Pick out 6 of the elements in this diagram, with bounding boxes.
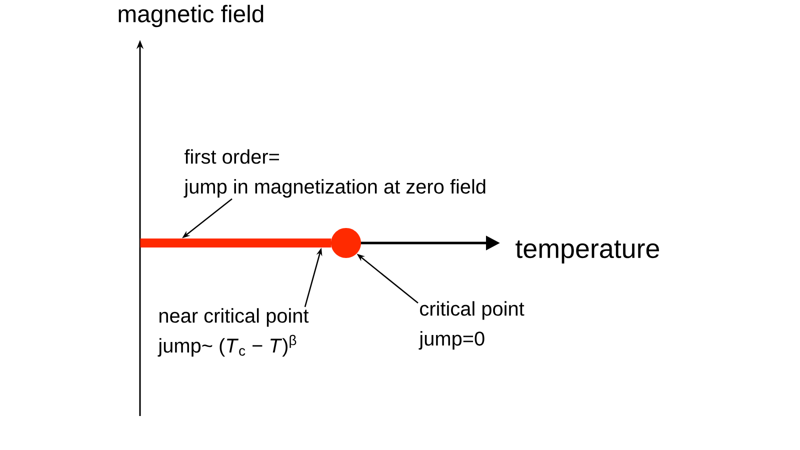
callout-text: near critical point jump~ (T$_{c}$ − T)$^{β}$ (158, 308, 309, 357)
callout-text: critical point jump=0 (418, 301, 524, 350)
axis-label: temperature (516, 240, 660, 264)
critical-point-dot (331, 228, 361, 258)
callout-text: first order= jump in magnetization at zero field (184, 149, 486, 198)
axis-label: magnetic field (118, 4, 264, 28)
